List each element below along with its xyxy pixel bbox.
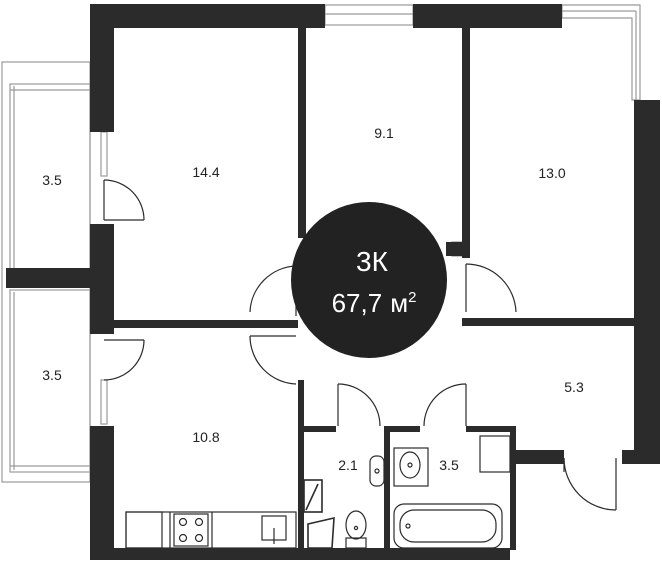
stove-icon — [173, 513, 209, 547]
wc-sink-icon — [369, 455, 385, 487]
room-area-bedroom-left: 14.4 — [192, 164, 219, 180]
room-area-wc: 2.1 — [338, 457, 358, 473]
washing-machine-icon — [479, 435, 511, 473]
room-area-balcony-top: 3.5 — [42, 172, 62, 188]
apartment-area-value: 67,7 — [332, 288, 383, 318]
kitchen-sink-icon — [261, 515, 287, 544]
bathtub-icon — [393, 503, 503, 549]
apartment-type-label: 3К — [356, 246, 389, 277]
room-area-hallway: 5.3 — [564, 379, 584, 395]
apartment-area-unit: м — [390, 288, 408, 318]
room-area-bathroom: 3.5 — [439, 457, 459, 473]
bathroom-sink-icon — [393, 447, 429, 487]
room-area-balcony-bottom: 3.5 — [42, 367, 62, 383]
apartment-area-unit-sup: 2 — [408, 289, 416, 306]
kitchen-counter — [125, 511, 297, 549]
cabinet-icon — [303, 479, 335, 549]
walls — [6, 4, 660, 560]
room-area-bedroom-right: 13.0 — [538, 165, 565, 181]
doors — [103, 179, 617, 511]
room-area-bedroom-middle: 9.1 — [374, 125, 394, 141]
room-area-kitchen: 10.8 — [192, 429, 219, 445]
toilet-icon — [345, 510, 367, 549]
